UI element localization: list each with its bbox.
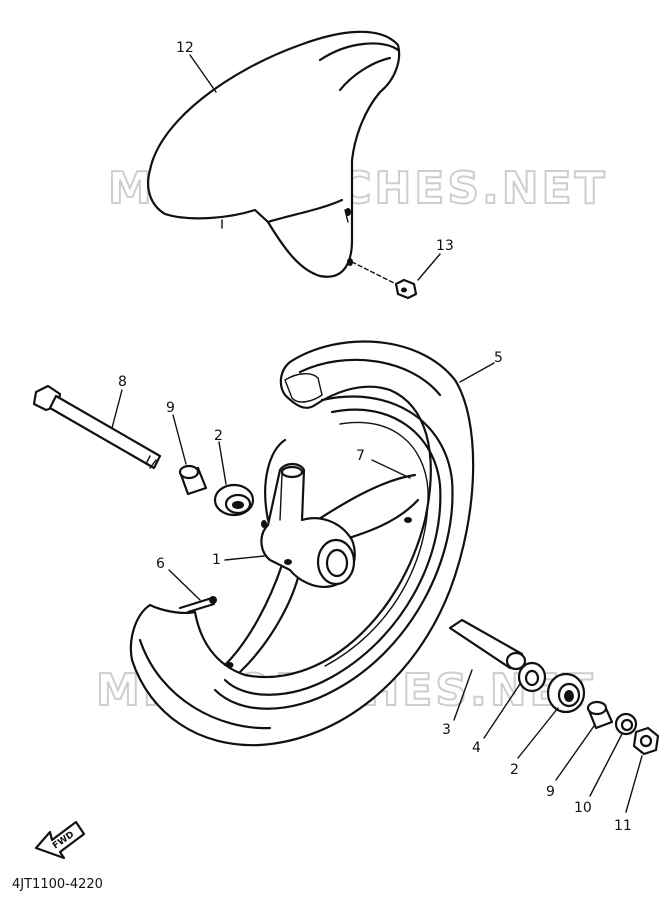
callout-8: 8 [118,374,127,390]
callout-10: 10 [574,800,592,816]
callout-11: 11 [614,818,632,834]
callout-5: 5 [494,350,503,366]
axle-nut [632,726,660,756]
fwd-arrow: FWD [34,820,86,860]
callout-1: 1 [212,552,221,568]
leader-lines [111,54,643,813]
bearing-right [546,672,586,714]
callout-12: 12 [176,40,194,56]
axle [32,384,162,470]
callouts: 12 13 5 8 9 2 7 1 6 3 4 2 9 10 11 [118,40,632,834]
callout-13: 13 [436,238,454,254]
callout-3: 3 [442,722,451,738]
tire [129,340,475,747]
callout-9-left: 9 [166,400,175,416]
callout-4: 4 [472,740,481,756]
drawing-code: 4JT1100-4220 [12,877,103,892]
wheel [213,395,454,710]
oil-seal [517,661,547,693]
tire-valve [178,596,217,614]
bearing-left [213,483,255,517]
callout-2-left: 2 [214,428,223,444]
callout-6: 6 [156,556,165,572]
front-fender [147,30,401,278]
spacer [448,618,527,671]
fender-bolt [351,261,418,300]
callout-9-right: 9 [546,784,555,800]
callout-2-right: 2 [510,762,519,778]
callout-7: 7 [356,448,365,464]
collar-left [178,464,208,496]
washer [614,712,638,736]
collar-right [586,700,614,730]
